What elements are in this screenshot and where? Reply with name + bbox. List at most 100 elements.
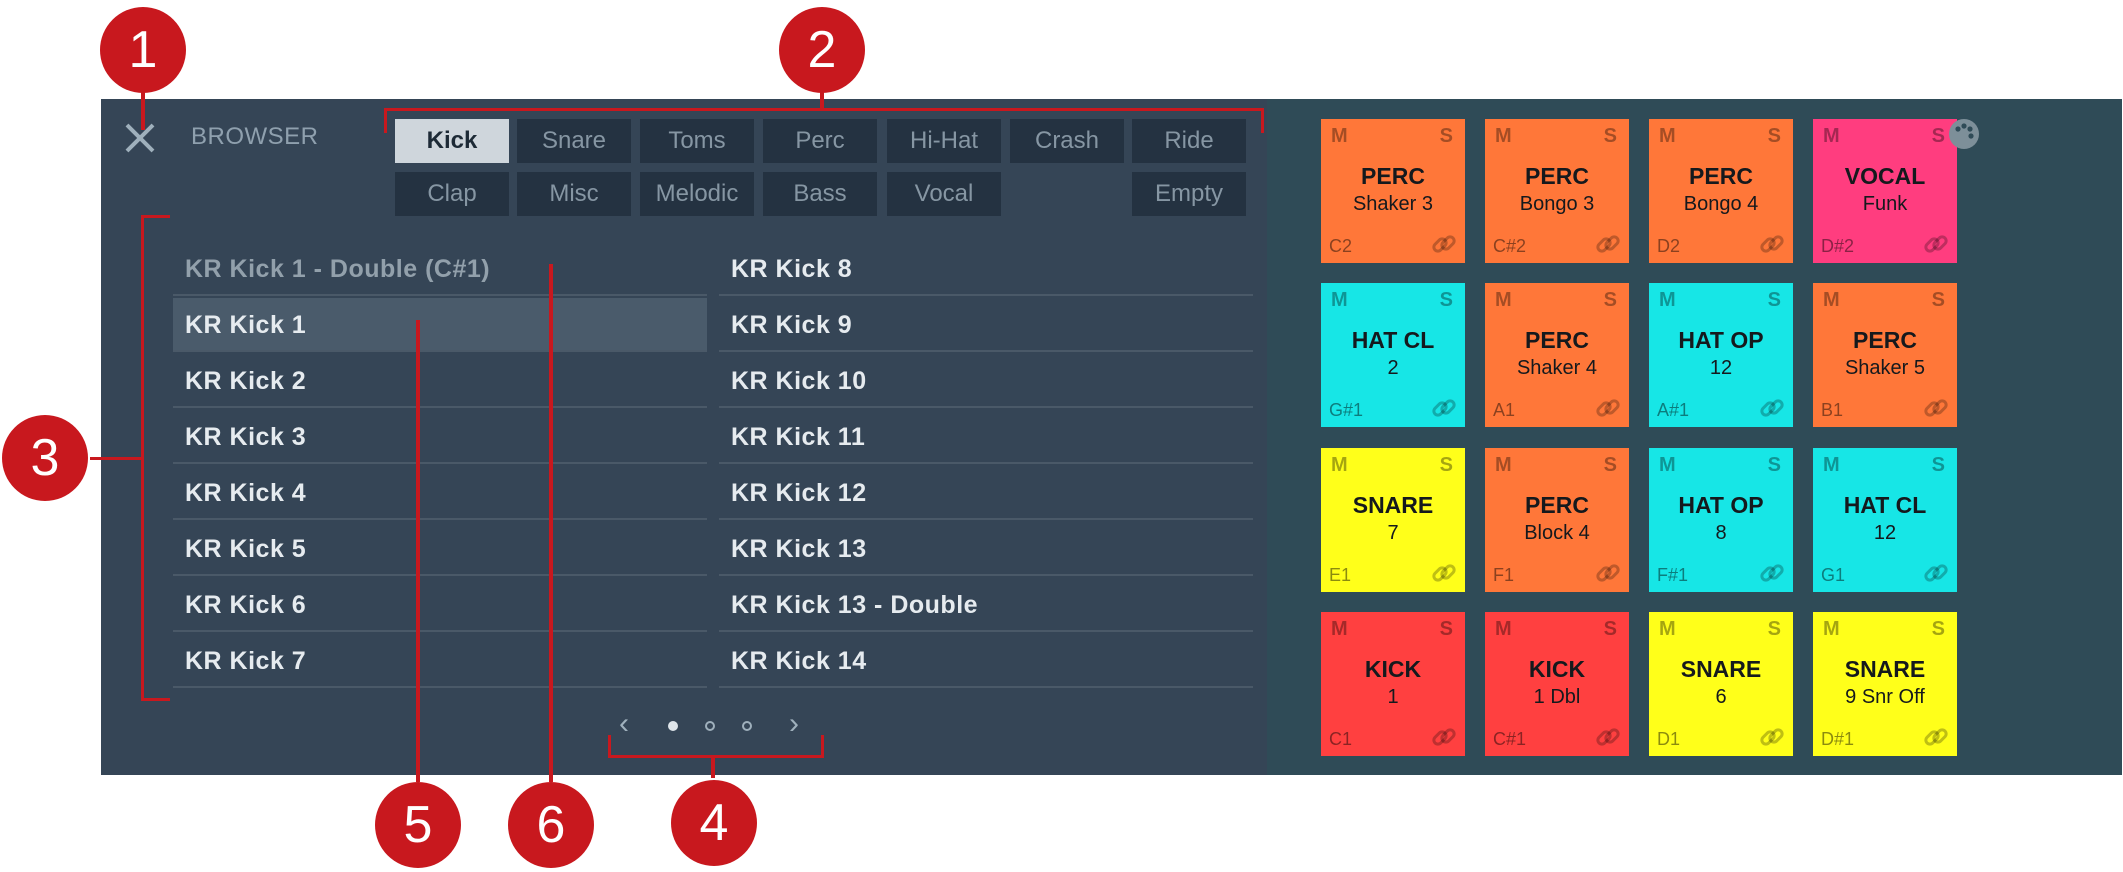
list-item[interactable]: KR Kick 13 xyxy=(719,522,1253,576)
tag-kick[interactable]: Kick xyxy=(395,119,509,163)
link-icon[interactable] xyxy=(1759,724,1785,750)
pad-solo-button[interactable]: S xyxy=(1767,289,1781,311)
list-item[interactable]: KR Kick 6 xyxy=(173,578,707,632)
pad-solo-button[interactable]: S xyxy=(1439,618,1453,640)
pad-mute-button[interactable]: M xyxy=(1331,454,1348,476)
pad-solo-button[interactable]: S xyxy=(1931,618,1945,640)
pad-solo-button[interactable]: S xyxy=(1603,618,1617,640)
list-item[interactable]: KR Kick 3 xyxy=(173,410,707,464)
next-page-icon[interactable]: › xyxy=(789,707,799,740)
link-icon[interactable] xyxy=(1759,231,1785,257)
list-item[interactable]: KR Kick 4 xyxy=(173,466,707,520)
pad-solo-button[interactable]: S xyxy=(1767,454,1781,476)
link-icon[interactable] xyxy=(1431,724,1457,750)
pad-solo-button[interactable]: S xyxy=(1439,454,1453,476)
link-icon[interactable] xyxy=(1431,231,1457,257)
settings-icon[interactable] xyxy=(1947,117,1981,151)
list-item[interactable]: KR Kick 11 xyxy=(719,410,1253,464)
tag-perc[interactable]: Perc xyxy=(763,119,877,163)
pad-mute-button[interactable]: M xyxy=(1659,618,1676,640)
link-icon[interactable] xyxy=(1431,395,1457,421)
pad-mute-button[interactable]: M xyxy=(1331,618,1348,640)
pad-solo-button[interactable]: S xyxy=(1439,289,1453,311)
pad-mute-button[interactable]: M xyxy=(1331,289,1348,311)
pad-solo-button[interactable]: S xyxy=(1603,454,1617,476)
link-icon[interactable] xyxy=(1759,395,1785,421)
page-dot-2[interactable] xyxy=(705,721,715,731)
tag-snare[interactable]: Snare xyxy=(517,119,631,163)
link-icon[interactable] xyxy=(1923,395,1949,421)
link-icon[interactable] xyxy=(1595,231,1621,257)
pad-mute-button[interactable]: M xyxy=(1823,125,1840,147)
list-item[interactable]: KR Kick 2 xyxy=(173,354,707,408)
page-dot-1[interactable] xyxy=(668,721,678,731)
list-item[interactable]: KR Kick 13 - Double xyxy=(719,578,1253,632)
tag-empty[interactable]: Empty xyxy=(1132,172,1246,216)
list-item[interactable]: KR Kick 9 xyxy=(719,298,1253,352)
pad-solo-button[interactable]: S xyxy=(1931,289,1945,311)
pad-solo-button[interactable]: S xyxy=(1931,125,1945,147)
pad-mute-button[interactable]: M xyxy=(1823,289,1840,311)
link-icon[interactable] xyxy=(1923,231,1949,257)
pad-mute-button[interactable]: M xyxy=(1659,289,1676,311)
list-item[interactable]: KR Kick 5 xyxy=(173,522,707,576)
link-icon[interactable] xyxy=(1923,724,1949,750)
link-icon[interactable] xyxy=(1595,395,1621,421)
tag-hi-hat[interactable]: Hi-Hat xyxy=(887,119,1001,163)
pad-mute-button[interactable]: M xyxy=(1331,125,1348,147)
page-dot-3[interactable] xyxy=(742,721,752,731)
pad-mute-button[interactable]: M xyxy=(1659,125,1676,147)
list-item[interactable]: KR Kick 7 xyxy=(173,634,707,688)
tag-vocal[interactable]: Vocal xyxy=(887,172,1001,216)
link-icon[interactable] xyxy=(1759,560,1785,586)
tag-misc[interactable]: Misc xyxy=(517,172,631,216)
link-icon[interactable] xyxy=(1923,560,1949,586)
pad-mute-button[interactable]: M xyxy=(1495,618,1512,640)
tag-clap[interactable]: Clap xyxy=(395,172,509,216)
list-item[interactable]: KR Kick 1 xyxy=(173,298,707,352)
pad-solo-button[interactable]: S xyxy=(1603,289,1617,311)
pad-mute-button[interactable]: M xyxy=(1659,454,1676,476)
pad-solo-button[interactable]: S xyxy=(1439,125,1453,147)
list-item[interactable]: KR Kick 1 - Double (C#1) xyxy=(173,242,707,296)
tag-toms[interactable]: Toms xyxy=(640,119,754,163)
list-item[interactable]: KR Kick 10 xyxy=(719,354,1253,408)
tag-bass[interactable]: Bass xyxy=(763,172,877,216)
list-item[interactable]: KR Kick 12 xyxy=(719,466,1253,520)
tag-melodic[interactable]: Melodic xyxy=(640,172,754,216)
pad-solo-button[interactable]: S xyxy=(1767,125,1781,147)
pad-solo-button[interactable]: S xyxy=(1931,454,1945,476)
pad-mute-button[interactable]: M xyxy=(1823,618,1840,640)
tag-ride[interactable]: Ride xyxy=(1132,119,1246,163)
close-icon[interactable] xyxy=(123,121,157,155)
pad-mute-button[interactable]: M xyxy=(1495,289,1512,311)
pad-solo-button[interactable]: S xyxy=(1603,125,1617,147)
pad-mute-button[interactable]: M xyxy=(1495,125,1512,147)
pad-mute-button[interactable]: M xyxy=(1495,454,1512,476)
tag-crash[interactable]: Crash xyxy=(1010,119,1124,163)
link-icon[interactable] xyxy=(1431,560,1457,586)
list-item[interactable]: KR Kick 14 xyxy=(719,634,1253,688)
pad-mute-button[interactable]: M xyxy=(1823,454,1840,476)
link-icon[interactable] xyxy=(1595,724,1621,750)
list-item[interactable]: KR Kick 8 xyxy=(719,242,1253,296)
pad-solo-button[interactable]: S xyxy=(1767,618,1781,640)
link-icon[interactable] xyxy=(1595,560,1621,586)
prev-page-icon[interactable]: ‹ xyxy=(619,707,629,740)
